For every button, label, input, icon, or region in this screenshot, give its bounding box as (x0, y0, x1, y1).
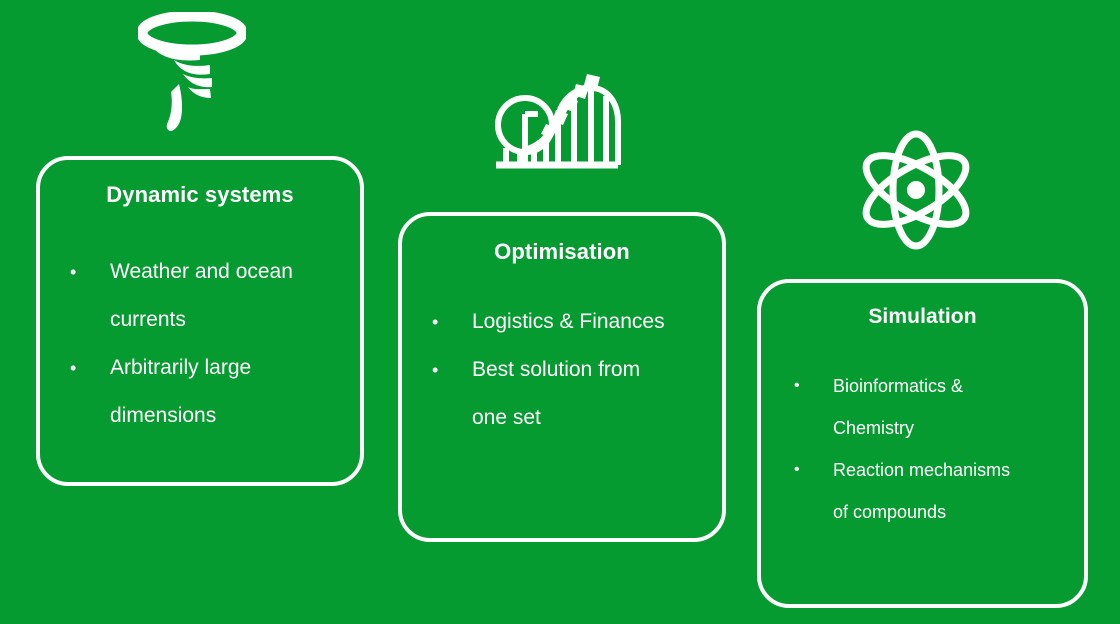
bullet-line-1: Weather and ocean (110, 260, 293, 283)
bullet-line-1: Reaction mechanisms (833, 460, 1011, 480)
card-bullet-list: Weather and ocean currents Arbitrarily l… (40, 248, 360, 440)
list-item: Bioinformatics & Chemistry (761, 365, 1084, 449)
bullet-line-1: Best solution from (472, 358, 641, 381)
tornado-icon (138, 12, 246, 132)
list-item: Best solution from one set (402, 346, 722, 442)
bullet-line-1: Arbitrarily large (110, 356, 252, 379)
bullet-line-2: Chemistry (833, 418, 915, 438)
bullet-line-1: Logistics & Finances (472, 310, 665, 333)
list-item: Logistics & Finances (402, 298, 722, 346)
bullet-line-1: Bioinformatics & (833, 376, 964, 396)
bullet-line-2: one set (472, 406, 541, 429)
list-item: Reaction mechanisms of compounds (761, 449, 1084, 533)
list-item: Arbitrarily large dimensions (40, 344, 360, 440)
card-title: Dynamic systems (106, 182, 294, 207)
card-title: Optimisation (494, 239, 630, 264)
bullet-line-2: dimensions (110, 404, 217, 427)
card-title: Simulation (868, 305, 977, 328)
bullet-line-2: of compounds (833, 502, 947, 522)
card-simulation[interactable]: Simulation Bioinformatics & Chemistry Re… (757, 279, 1088, 608)
card-optimisation[interactable]: Optimisation Logistics & Finances Best s… (398, 212, 726, 542)
atom-icon (857, 128, 975, 252)
card-bullet-list: Logistics & Finances Best solution from … (402, 298, 722, 442)
rollercoaster-icon (492, 70, 622, 170)
card-dynamic-systems[interactable]: Dynamic systems Weather and ocean curren… (36, 156, 364, 486)
bullet-line-2: currents (110, 308, 186, 331)
list-item: Weather and ocean currents (40, 248, 360, 344)
card-bullet-list: Bioinformatics & Chemistry Reaction mech… (761, 365, 1084, 533)
